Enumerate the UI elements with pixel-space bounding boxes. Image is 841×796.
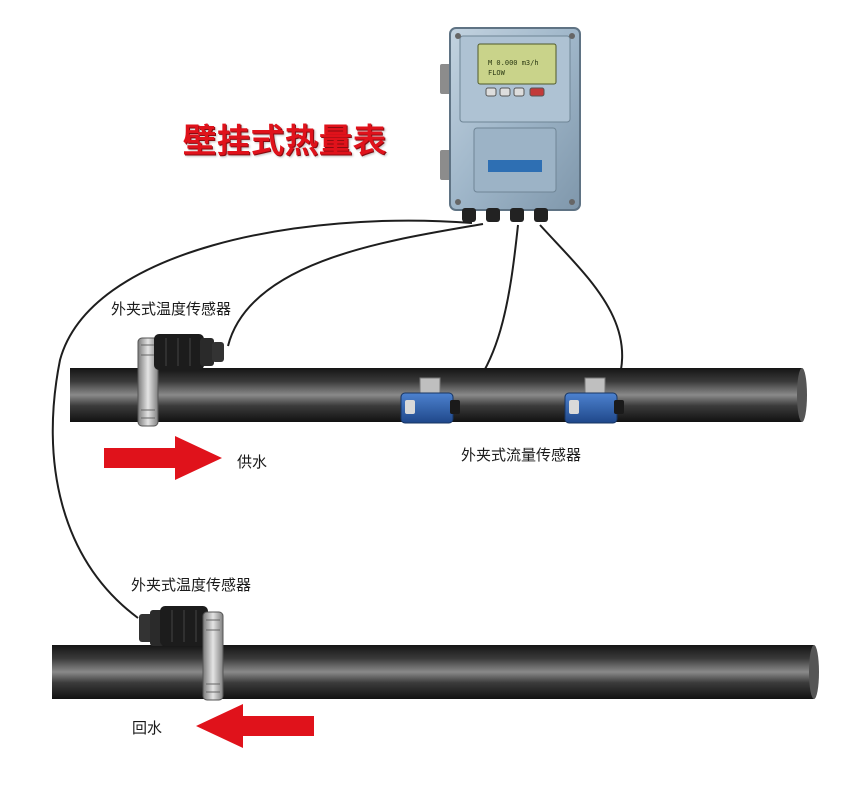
return-pipe bbox=[52, 645, 819, 699]
meter-lcd-readout: M 0.000 m3/h FLOW bbox=[488, 58, 554, 78]
arrow-right-icon bbox=[104, 436, 222, 480]
cable-return-temp-sensor bbox=[51, 219, 473, 619]
supply-temp-sensor bbox=[137, 334, 224, 427]
arrow-left-icon bbox=[196, 704, 314, 748]
label-return-water: 回水 bbox=[132, 719, 163, 737]
flow-sensor-2 bbox=[564, 377, 624, 424]
label-supply-temp-sensor: 外夹式温度传感器 bbox=[111, 300, 232, 318]
label-flow-sensors: 外夹式流量传感器 bbox=[461, 446, 582, 464]
diagram-title: 壁挂式热量表 bbox=[183, 121, 387, 160]
flow-sensor-1 bbox=[400, 377, 460, 424]
lcd-line-2: FLOW bbox=[488, 69, 505, 77]
heat-meter-unit bbox=[440, 27, 581, 222]
return-temp-sensor bbox=[139, 606, 224, 701]
lcd-line-1: M 0.000 m3/h bbox=[488, 59, 539, 67]
label-return-temp-sensor: 外夹式温度传感器 bbox=[131, 576, 252, 594]
label-supply-water: 供水 bbox=[237, 453, 268, 471]
cable-supply-temp-sensor bbox=[227, 223, 484, 347]
